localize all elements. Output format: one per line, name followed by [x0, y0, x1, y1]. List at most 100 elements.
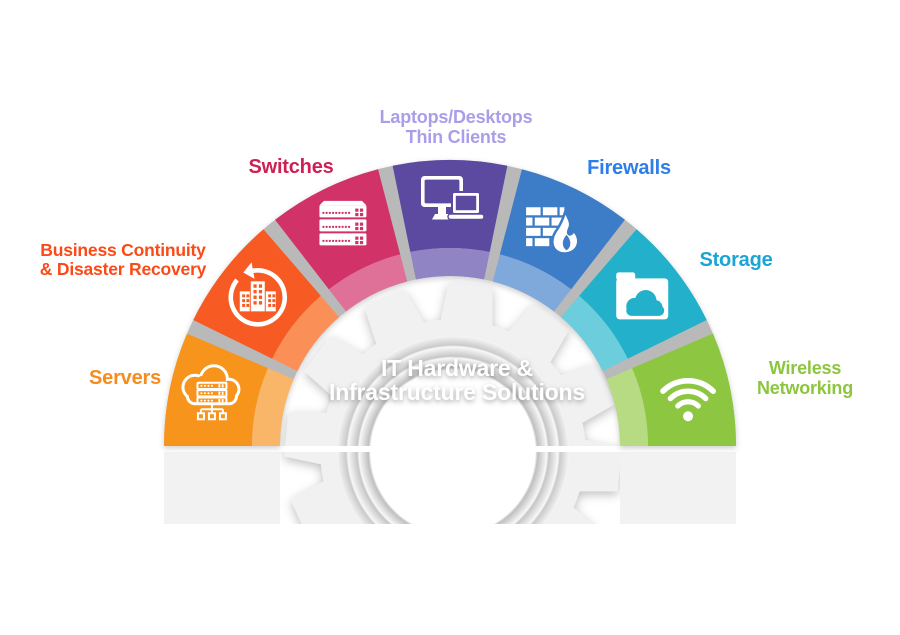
icon-part — [341, 211, 344, 215]
icon-part — [331, 225, 335, 229]
pedestal-left — [164, 452, 280, 524]
icon-part — [246, 303, 250, 307]
label-storage: Storage — [699, 249, 773, 271]
storage-folder-icon — [616, 272, 669, 320]
icon-part — [355, 208, 359, 212]
icon-part — [438, 207, 446, 214]
icon-part — [218, 399, 221, 403]
icon-part — [675, 399, 701, 409]
switches-stack-icon — [319, 200, 367, 246]
icon-part — [341, 239, 344, 243]
icon-part — [258, 284, 263, 288]
icon-part — [258, 301, 263, 305]
label-firewalls: Firewalls — [587, 157, 671, 179]
icon-part — [328, 239, 331, 243]
icon-part — [253, 289, 257, 294]
icon-part — [526, 207, 541, 216]
icon-part — [667, 388, 709, 402]
segment-servers-band — [252, 368, 294, 446]
segment-wireless-networking-band — [606, 368, 648, 446]
pedestal-right — [620, 452, 736, 524]
segment-storage-band — [560, 295, 628, 372]
label-wireless-networking: Wireless Networking — [756, 358, 854, 398]
icon-part — [328, 225, 331, 229]
icon-part — [218, 384, 221, 388]
icon-part — [359, 240, 364, 245]
icon-part — [242, 299, 246, 303]
icon-part — [319, 219, 367, 232]
icon-part — [534, 238, 550, 247]
icon-part — [626, 305, 665, 316]
icon-part — [207, 412, 216, 421]
icon-part — [203, 399, 206, 402]
icon-part — [542, 227, 558, 236]
center-title-line2: Infrastructure Solutions — [329, 379, 585, 405]
icon-part — [683, 411, 694, 422]
segment-ring — [164, 159, 736, 446]
label-servers: Servers — [89, 367, 161, 389]
icon-part — [526, 217, 533, 226]
icon-part — [359, 208, 364, 212]
icon-part — [355, 236, 359, 240]
servers-cloud-icon — [181, 364, 241, 421]
icon-part — [210, 399, 213, 402]
icon-part — [272, 299, 276, 303]
icon-part — [526, 227, 541, 236]
icon-part — [200, 384, 203, 387]
icon-part — [424, 179, 460, 204]
icon-part — [355, 212, 359, 217]
icon-part — [196, 389, 228, 398]
icon-part — [344, 211, 347, 215]
icon-part — [207, 384, 210, 387]
icon-part — [268, 294, 272, 298]
icon-part — [551, 217, 566, 226]
icon-part — [258, 295, 263, 299]
label-business-continuity: Business Continuity & Disaster Recovery — [39, 239, 207, 279]
icon-part — [335, 239, 338, 243]
icon-part — [253, 301, 257, 305]
icon-part — [268, 303, 272, 307]
icon-part — [218, 412, 227, 421]
firewall-flame-icon — [526, 201, 580, 255]
icon-part — [331, 211, 335, 215]
icon-part — [221, 384, 224, 388]
center-title: IT Hardware & Infrastructure Solutions — [217, 356, 697, 404]
icon-part — [344, 239, 347, 243]
icon-part — [200, 399, 203, 402]
icon-part — [335, 225, 338, 229]
icon-part — [221, 399, 224, 403]
label-switches: Switches — [248, 156, 334, 178]
icon-part — [526, 238, 533, 247]
icon-part — [242, 294, 246, 298]
icon-part — [199, 404, 224, 414]
icon-part — [200, 392, 203, 395]
icon-part — [319, 233, 367, 246]
icon-part — [559, 207, 566, 216]
icon-part — [335, 211, 338, 215]
icon-part — [338, 211, 341, 215]
icon-part — [359, 226, 364, 231]
icon-part — [253, 295, 257, 299]
icon-part — [196, 396, 228, 405]
icon-part — [272, 294, 276, 298]
icon-part — [534, 217, 550, 226]
center-title-line1: IT Hardware & — [380, 355, 534, 381]
icon-part — [355, 226, 359, 231]
icon-part — [355, 240, 359, 245]
icon-part — [207, 392, 210, 395]
icon-part — [221, 391, 224, 395]
icon-part — [344, 225, 347, 229]
icon-part — [196, 381, 228, 390]
icon-part — [210, 392, 213, 395]
icon-part — [218, 391, 221, 395]
icon-part — [253, 284, 257, 288]
icon-part — [338, 239, 341, 243]
wifi-icon — [660, 377, 716, 422]
icon-part — [347, 211, 351, 215]
icon-part — [196, 412, 205, 421]
icon-part — [347, 225, 351, 229]
segment-switches-band — [328, 254, 408, 312]
icon-part — [359, 222, 364, 226]
icon-part — [551, 201, 580, 255]
